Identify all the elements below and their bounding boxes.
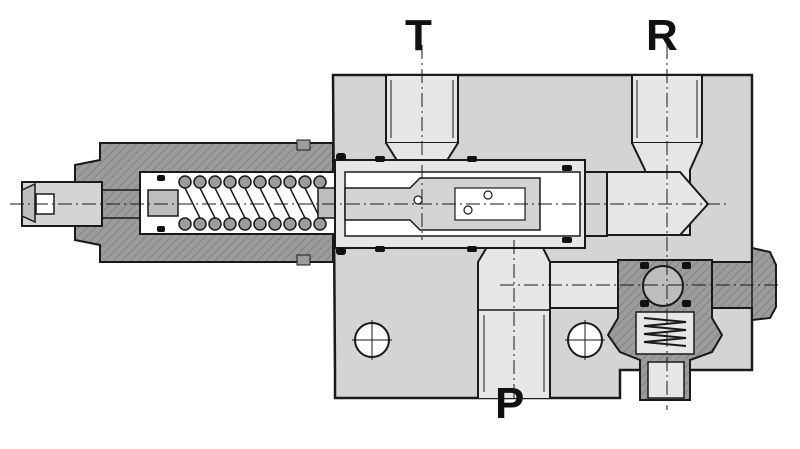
check-valve-plug [606, 259, 724, 401]
check-ball [642, 265, 684, 307]
mounting-hole-left [352, 320, 392, 360]
port-label-t: T [405, 11, 432, 60]
check-valve-spring [643, 317, 687, 347]
centerlines [10, 45, 780, 410]
port-label-p: P [495, 379, 525, 428]
seals [157, 153, 691, 307]
mounting-hole-right [565, 320, 605, 360]
main-spring [178, 175, 327, 231]
port-label-r: R [646, 11, 678, 60]
